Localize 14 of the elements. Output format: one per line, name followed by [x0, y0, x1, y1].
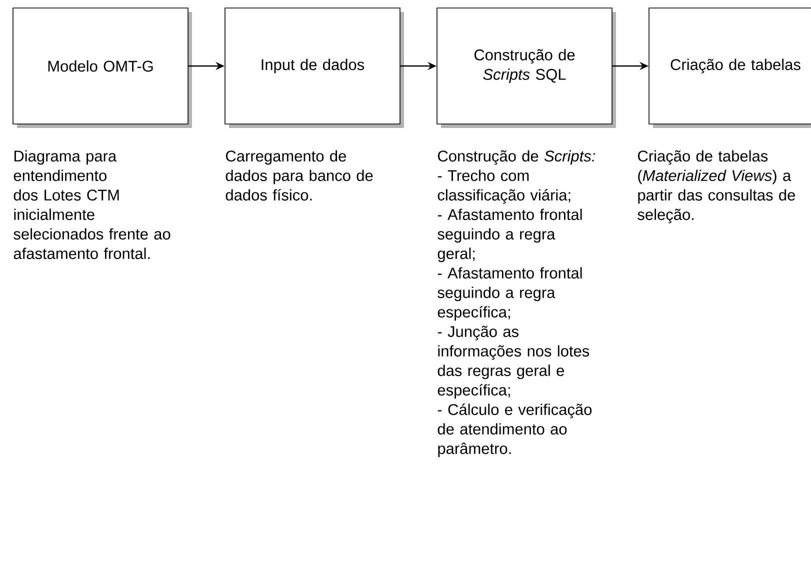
node-label: - Afastamento frontal seguindo a regra geral; — [438, 208, 582, 262]
node-label: - Junção as informações nos lotes das regras geral e específica; — [438, 326, 590, 399]
description-text: Diagrama para entendimento dos Lotes CTM inicialmente selecionados frente ao afastamento frontal. — [14, 150, 170, 260]
node-label: Construção de Scripts: — [438, 150, 596, 165]
process-box: Construção de Scripts SQL — [436, 8, 616, 128]
node-label: - Afastamento frontal seguindo a regra específica; — [438, 267, 582, 321]
process-box: Input de dados — [224, 8, 404, 128]
process-box: Criação de tabelas — [648, 8, 811, 128]
node-label: - Trecho com classificação viária; — [438, 170, 570, 204]
description-text: Construção de Scripts: - Trecho com classificação viária; - Afastamento frontal seguindo a regra geral; - Afastamento frontal seguindo a regra específica; - Junção as informações nos lotes das regras geral e específica; - Cálculo e verificação de atendimento ao parâmetro. — [438, 150, 596, 458]
node-label: - Cálculo e verificação de atendimento ao parâmetro. — [438, 404, 592, 458]
description-text: Carregamento de dados para banco de dados físico. — [226, 150, 373, 201]
description-text: Criação de tabelas (Materialized Views) a partir das consultas de seleção. — [638, 150, 795, 224]
process-box: Modelo OMT-G — [12, 8, 192, 128]
